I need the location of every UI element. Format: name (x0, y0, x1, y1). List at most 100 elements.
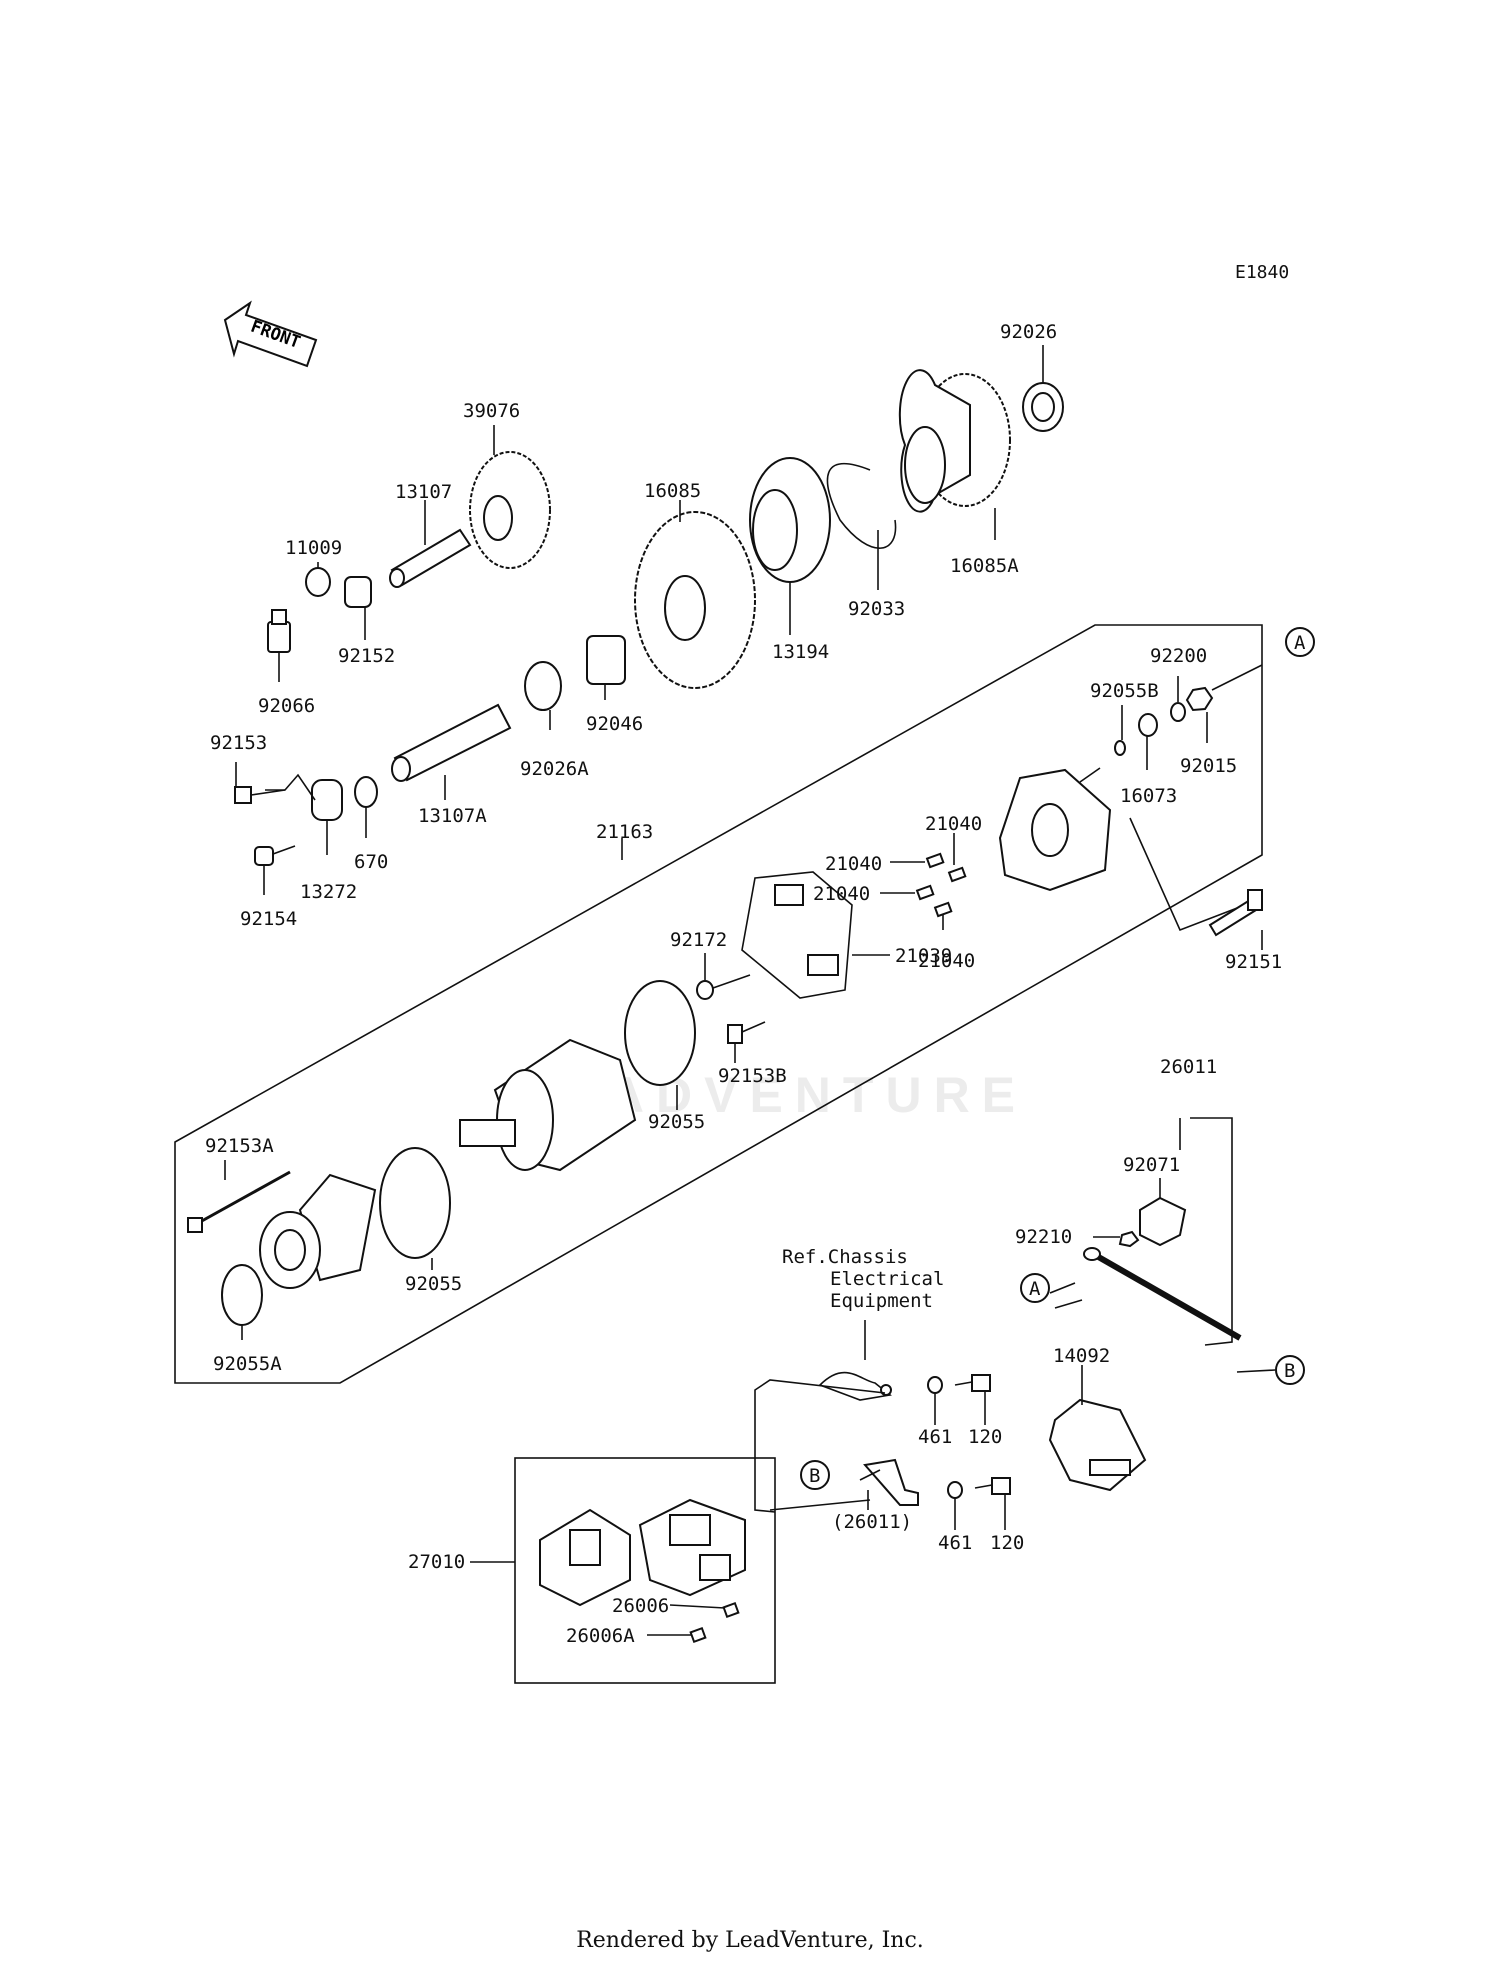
starter-assembly-outline (174, 624, 1263, 1384)
part-label-92151[interactable]: 92151 (1225, 951, 1282, 973)
fuse-b-icon (689, 1626, 707, 1644)
front-arrow-icon: FRONT (223, 300, 318, 368)
screw-b-icon (954, 1374, 991, 1392)
part-label-92026[interactable]: 92026 (1000, 321, 1057, 343)
lead-terminal-icon (863, 1458, 919, 1506)
torque-limiter-gear-icon (469, 451, 551, 569)
shaft-icon (389, 528, 472, 588)
part-label-92055a[interactable]: 92055A (213, 1353, 282, 1375)
part-label-461-lower[interactable]: 461 (938, 1532, 972, 1554)
marker-b-right: B (1275, 1355, 1305, 1385)
part-label-13107a[interactable]: 13107A (418, 805, 487, 827)
washer-b-icon (927, 1376, 943, 1394)
bolt-icon (234, 786, 286, 804)
part-label-16085[interactable]: 16085 (644, 480, 701, 502)
part-label-21040-left-upper[interactable]: 21040 (825, 853, 882, 875)
part-label-14092[interactable]: 14092 (1053, 1345, 1110, 1367)
part-label-120-upper[interactable]: 120 (968, 1426, 1002, 1448)
marker-a-bottom: A (1020, 1273, 1050, 1303)
part-label-26006a[interactable]: 26006A (566, 1625, 635, 1647)
part-label-16085a[interactable]: 16085A (950, 555, 1019, 577)
relay-box-outline (514, 1457, 776, 1684)
cable-icon (1083, 1247, 1242, 1341)
small-o-ring-icon (1114, 740, 1126, 756)
part-label-27010[interactable]: 27010 (408, 1551, 465, 1573)
part-label-21040-top[interactable]: 21040 (925, 813, 982, 835)
part-label-16073[interactable]: 16073 (1120, 785, 1177, 807)
part-label-13107[interactable]: 13107 (395, 481, 452, 503)
footer-credit: Rendered by LeadVenture, Inc. (576, 1928, 924, 1953)
collar-icon (344, 576, 372, 608)
plug-icon (267, 609, 291, 653)
part-label-21163[interactable]: 21163 (596, 821, 653, 843)
part-label-92055-left[interactable]: 92055 (405, 1273, 462, 1295)
part-label-13194[interactable]: 13194 (772, 641, 829, 663)
shaft-a-icon (391, 703, 512, 782)
washer-icon (524, 661, 562, 711)
brush-springs-icon (915, 852, 967, 918)
long-bolt-icon (1208, 889, 1263, 937)
circlip-icon (826, 462, 897, 549)
part-label-26011-ref[interactable]: (26011) (832, 1511, 912, 1533)
needle-bearing-icon (586, 635, 626, 685)
part-label-92055-right[interactable]: 92055 (648, 1111, 705, 1133)
end-cover-icon (998, 768, 1112, 892)
marker-a-top: A (1285, 627, 1315, 657)
plate-icon (311, 779, 343, 821)
relay-cover-icon (1048, 1398, 1147, 1492)
part-label-92015[interactable]: 92015 (1180, 755, 1237, 777)
part-label-461-upper[interactable]: 461 (918, 1426, 952, 1448)
bolt-b-icon (254, 845, 296, 866)
svg-text:A: A (1029, 1278, 1041, 1300)
part-label-26011[interactable]: 26011 (1160, 1056, 1217, 1078)
part-label-13272[interactable]: 13272 (300, 881, 357, 903)
part-label-92046[interactable]: 92046 (586, 713, 643, 735)
gasket-icon (305, 567, 331, 597)
starter-idle-gear-icon (898, 369, 1011, 513)
part-label-92026a[interactable]: 92026A (520, 758, 589, 780)
insulator-icon (1138, 713, 1158, 737)
part-label-92153[interactable]: 92153 (210, 732, 267, 754)
starter-relay-icon (638, 1498, 746, 1597)
part-label-21039[interactable]: 21039 (895, 945, 952, 967)
large-o-ring-icon (624, 980, 696, 1086)
part-label-11009[interactable]: 11009 (285, 537, 342, 559)
part-label-92154[interactable]: 92154 (240, 908, 297, 930)
o-ring-b-icon (221, 1264, 263, 1326)
nut-icon (1185, 686, 1214, 712)
part-label-92055b[interactable]: 92055B (1090, 680, 1159, 702)
part-label-26006[interactable]: 26006 (612, 1595, 669, 1617)
bolt-c-icon (727, 1021, 766, 1044)
washer-c-icon (947, 1481, 963, 1499)
part-label-92152[interactable]: 92152 (338, 645, 395, 667)
part-label-92033[interactable]: 92033 (848, 598, 905, 620)
fuse-icon (722, 1601, 740, 1619)
screw-c-icon (974, 1477, 1011, 1495)
large-o-ring-b-icon (379, 1147, 451, 1259)
svg-text:A: A (1294, 632, 1306, 654)
part-label-39076[interactable]: 39076 (463, 400, 520, 422)
part-label-21040-bottom[interactable]: 21040 (918, 950, 975, 972)
marker-b-left: B (800, 1460, 830, 1490)
ref-note-line-2: Electrical (830, 1268, 944, 1290)
part-label-92071[interactable]: 92071 (1123, 1154, 1180, 1176)
ref-note-line-1: Ref.Chassis (782, 1246, 908, 1268)
diagram-id: E1840 (1235, 262, 1290, 283)
through-bolt-icon (187, 1170, 291, 1233)
part-label-92153b[interactable]: 92153B (718, 1065, 787, 1087)
front-cover-icon (259, 1173, 377, 1289)
part-label-21040-left-lower[interactable]: 21040 (813, 883, 870, 905)
part-label-92066[interactable]: 92066 (258, 695, 315, 717)
svg-text:B: B (809, 1465, 820, 1487)
part-label-120-lower[interactable]: 120 (990, 1532, 1024, 1554)
starter-motor-yoke-icon (459, 1038, 637, 1172)
svg-text:B: B (1284, 1360, 1295, 1382)
part-label-92210[interactable]: 92210 (1015, 1226, 1072, 1248)
part-label-92153a[interactable]: 92153A (205, 1135, 274, 1157)
o-ring-icon (354, 776, 378, 808)
part-label-670[interactable]: 670 (354, 851, 388, 873)
seal-icon (1022, 382, 1064, 432)
starter-clutch-gear-icon (634, 511, 756, 689)
part-label-92200[interactable]: 92200 (1150, 645, 1207, 667)
part-label-92172[interactable]: 92172 (670, 929, 727, 951)
